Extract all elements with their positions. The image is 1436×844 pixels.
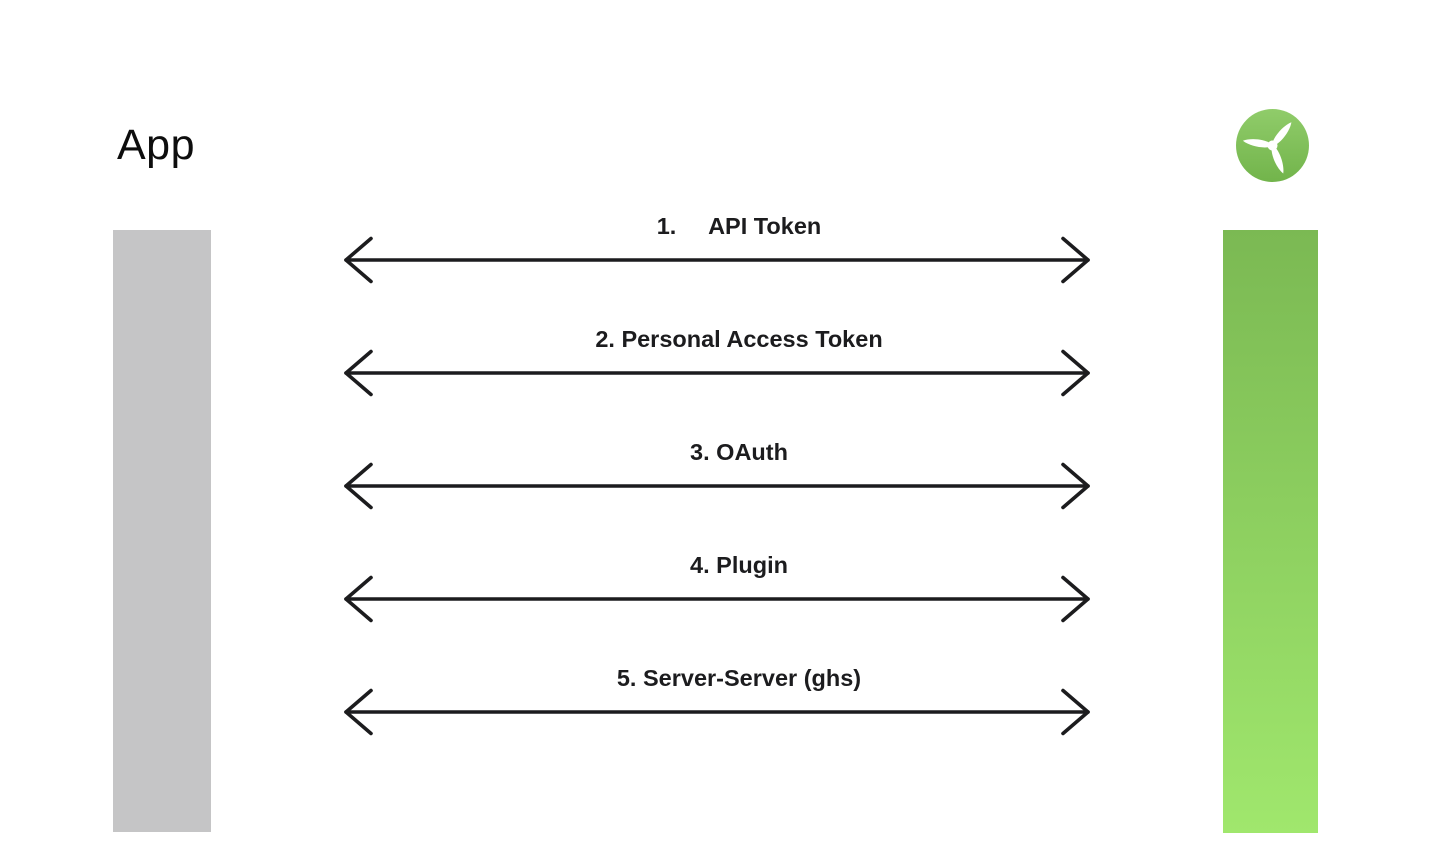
auth-method-label: 5. Server-Server (ghs) xyxy=(616,665,862,691)
app-lifeline-bar xyxy=(113,230,211,832)
auth-method-row-5: 5. Server-Server (ghs) xyxy=(341,665,1093,740)
double-arrow-icon xyxy=(344,462,1090,510)
auth-method-label: 4. Plugin xyxy=(690,552,788,578)
auth-method-row-1: 1. API Token xyxy=(341,213,1093,288)
propeller-logo-icon xyxy=(1236,109,1309,182)
double-arrow-icon xyxy=(344,688,1090,736)
auth-method-label: 2. Personal Access Token xyxy=(595,326,883,352)
auth-method-row-3: 3. OAuth xyxy=(341,439,1093,514)
auth-method-label: 3. OAuth xyxy=(690,439,788,465)
auth-method-row-4: 4. Plugin xyxy=(341,552,1093,627)
auth-method-label: 1. API Token xyxy=(656,213,822,239)
app-title: App xyxy=(117,121,196,169)
double-arrow-icon xyxy=(344,236,1090,284)
double-arrow-icon xyxy=(344,349,1090,397)
double-arrow-icon xyxy=(344,575,1090,623)
service-lifeline-bar xyxy=(1223,230,1318,833)
auth-method-row-2: 2. Personal Access Token xyxy=(341,326,1093,401)
